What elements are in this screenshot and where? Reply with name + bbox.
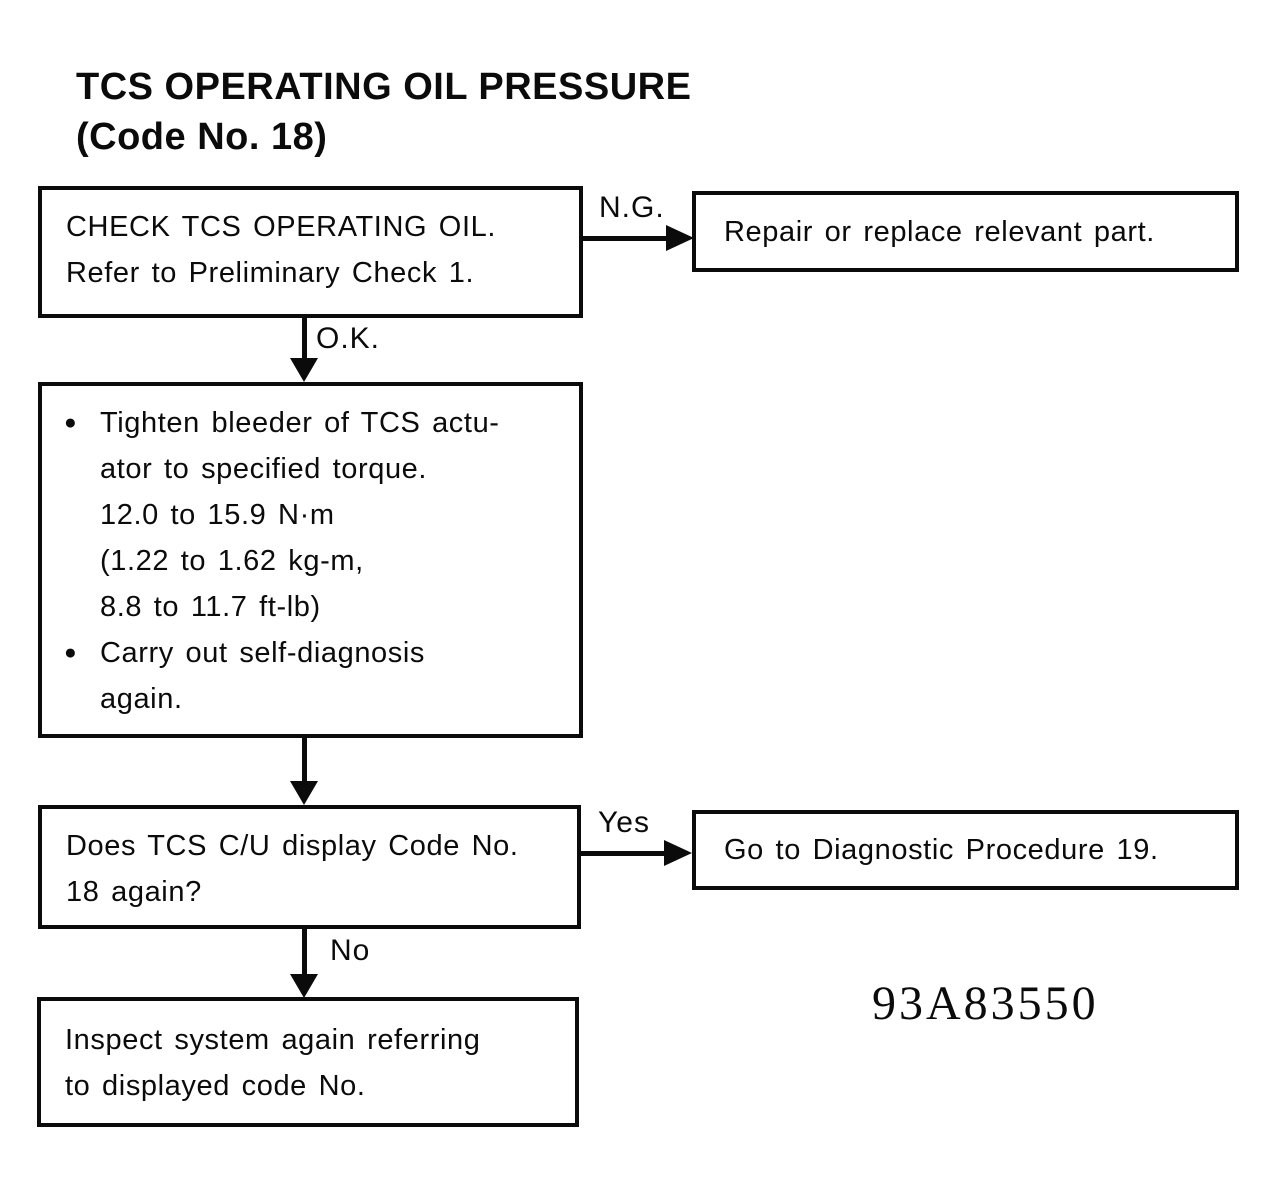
goto-box-text: Go to Diagnostic Procedure 19.	[724, 834, 1159, 866]
check-box-line-2: Refer to Preliminary Check 1.	[66, 257, 475, 289]
flow-box-tighten-bleeder: ● Tighten bleeder of TCS actu- ator to s…	[38, 382, 583, 738]
action-item-2-lines: Carry out self-diagnosis again.	[100, 630, 571, 722]
action-item-1-line-3: 12.0 to 15.9 N·m	[100, 499, 335, 531]
question-box-line-2: 18 again?	[66, 876, 202, 908]
inspect-box-line-1: Inspect system again referring	[65, 1024, 481, 1056]
flow-box-check-tcs-oil: CHECK TCS OPERATING OIL. Refer to Prelim…	[38, 186, 583, 318]
connector-ok-arrowhead-icon	[290, 358, 318, 382]
connector-ng-arrowhead-icon	[666, 225, 694, 251]
flow-box-inspect-system: Inspect system again referring to displa…	[37, 997, 579, 1127]
connector-ng-line	[582, 236, 668, 241]
action-item-2: ● Carry out self-diagnosis again.	[64, 630, 571, 722]
connector-ok-line	[302, 317, 307, 359]
page-title-line-1: TCS OPERATING OIL PRESSURE	[76, 66, 692, 108]
repair-box-text: Repair or replace relevant part.	[724, 215, 1155, 248]
action-item-1-lines: Tighten bleeder of TCS actu- ator to spe…	[100, 400, 571, 630]
connector-yes-arrowhead-icon	[664, 840, 692, 866]
figure-code: 93A83550	[872, 977, 1099, 1030]
bullet-dot-icon: ●	[64, 411, 78, 434]
label-ng: N.G.	[595, 191, 669, 225]
label-yes: Yes	[594, 806, 654, 840]
action-item-1-line-1: Tighten bleeder of TCS actu-	[100, 407, 500, 439]
flow-box-code-18-question: Does TCS C/U display Code No. 18 again?	[38, 805, 581, 929]
check-box-line-1: CHECK TCS OPERATING OIL.	[66, 211, 497, 243]
connector-no-arrowhead-icon	[290, 974, 318, 998]
connector-action-to-question-arrowhead-icon	[290, 781, 318, 805]
page-title-line-2: (Code No. 18)	[76, 116, 328, 158]
page-title: TCS OPERATING OIL PRESSURE (Code No. 18)	[76, 62, 691, 162]
action-item-1-line-4: (1.22 to 1.62 kg-m,	[100, 545, 364, 577]
bullet-dot-icon: ●	[64, 641, 78, 664]
label-no: No	[326, 934, 375, 968]
inspect-box-line-2: to displayed code No.	[65, 1070, 366, 1102]
flow-box-repair-replace: Repair or replace relevant part.	[692, 191, 1239, 272]
action-item-2-line-2: again.	[100, 683, 183, 715]
connector-action-to-question-line	[302, 735, 307, 783]
action-item-1-line-5: 8.8 to 11.7 ft-lb)	[100, 591, 321, 623]
action-item-2-line-1: Carry out self-diagnosis	[100, 637, 426, 669]
question-box-line-1: Does TCS C/U display Code No.	[66, 830, 519, 862]
connector-no-line	[302, 928, 307, 976]
action-item-1-line-2: ator to specified torque.	[100, 453, 428, 485]
action-item-1: ● Tighten bleeder of TCS actu- ator to s…	[64, 400, 571, 630]
connector-yes-line	[580, 851, 666, 856]
label-ok: O.K.	[312, 322, 385, 356]
flow-box-goto-procedure-19: Go to Diagnostic Procedure 19.	[692, 810, 1239, 890]
